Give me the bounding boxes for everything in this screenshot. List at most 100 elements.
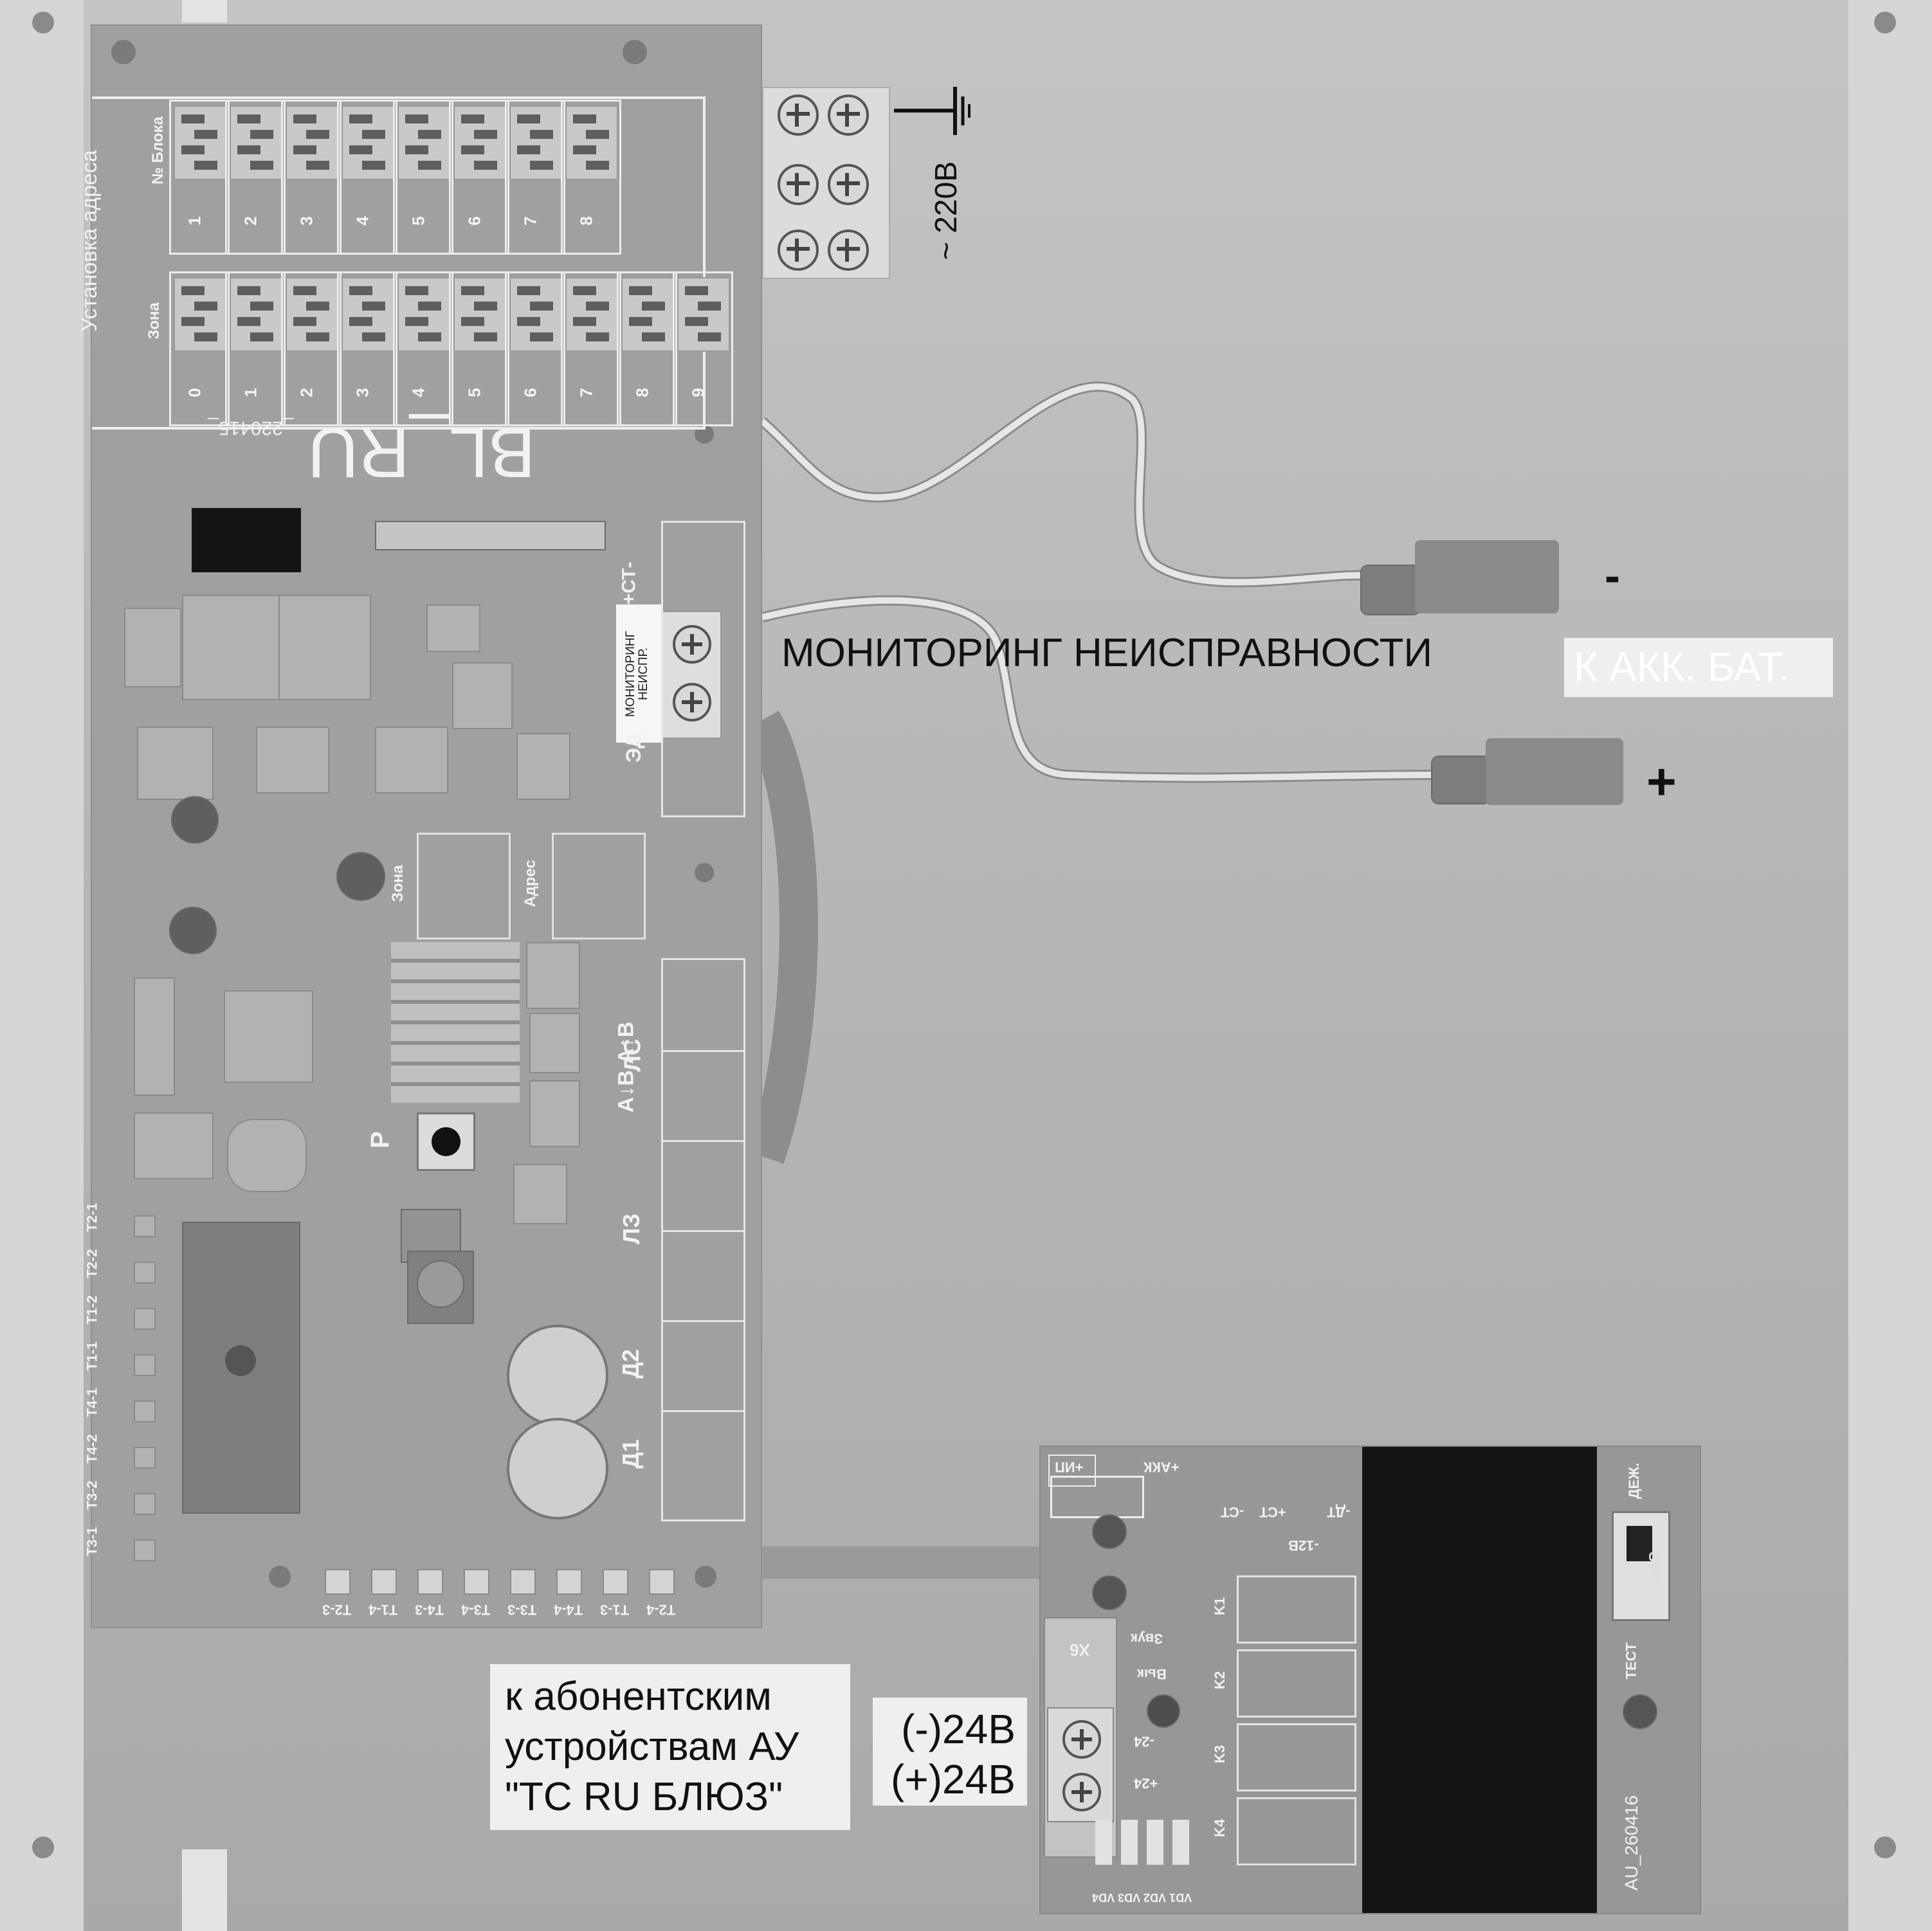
monitoring-screw[interactable] xyxy=(673,625,711,664)
reset-button-cap[interactable] xyxy=(432,1127,460,1156)
block-number: 2 xyxy=(241,216,260,226)
vd-led xyxy=(1095,1820,1112,1865)
zone-number: 7 xyxy=(576,388,596,397)
x6-terminal[interactable] xyxy=(1047,1707,1114,1822)
test-point-label: T2-1 xyxy=(84,1202,100,1232)
test-point-pad[interactable] xyxy=(371,1569,397,1595)
battery-minus-terminal[interactable] xyxy=(1415,540,1559,613)
pcb-mount-hole xyxy=(695,1566,716,1588)
block-dip-switch[interactable] xyxy=(397,105,450,180)
zone-dip-switch[interactable] xyxy=(174,277,226,352)
module-black-cover xyxy=(1362,1447,1597,1913)
reset-button[interactable] xyxy=(417,1112,475,1171)
mains-voltage-label: ~ 220В xyxy=(929,161,964,260)
test-point-pad[interactable] xyxy=(134,1493,156,1515)
connector-divider xyxy=(663,1230,743,1232)
module-via xyxy=(1147,1694,1180,1728)
test-point-pad[interactable] xyxy=(134,1447,156,1469)
power-input-connector[interactable] xyxy=(1050,1476,1144,1518)
capacitor xyxy=(171,796,219,844)
x6-screw-minus[interactable] xyxy=(1062,1720,1101,1759)
test-point-label: T3-3 xyxy=(507,1602,537,1618)
zone-dip-switch[interactable] xyxy=(677,277,730,352)
terminal-screw[interactable] xyxy=(778,164,819,205)
terminal-screw[interactable] xyxy=(778,95,819,136)
pcb-mount-hole xyxy=(695,863,714,882)
address-connector-label: Адрес xyxy=(521,860,539,907)
zone-dip-switch[interactable] xyxy=(453,277,506,352)
test-point-pad[interactable] xyxy=(134,1215,156,1237)
relay-label: K2 xyxy=(1212,1671,1228,1690)
terminal-screw[interactable] xyxy=(828,95,869,136)
block-dip-switch[interactable] xyxy=(230,105,282,180)
zone-dip-switch[interactable] xyxy=(565,277,618,352)
monitoring-terminal[interactable] xyxy=(661,611,722,739)
block-dip-switch[interactable] xyxy=(342,105,394,180)
dt-minus-label: -ДТ xyxy=(1327,1504,1351,1520)
battery-plus-terminal[interactable] xyxy=(1486,738,1623,805)
mains-terminal-block[interactable] xyxy=(762,87,890,279)
zone-dip-switch[interactable] xyxy=(397,277,450,352)
test-point-pad[interactable] xyxy=(649,1569,675,1595)
terminal-screw[interactable] xyxy=(778,230,819,271)
vyk-label: Вык xyxy=(1137,1666,1167,1682)
monitoring-screw[interactable] xyxy=(673,683,711,721)
test-point-pad[interactable] xyxy=(134,1354,156,1376)
zone-dip-switch[interactable] xyxy=(342,277,394,352)
reset-label: Р xyxy=(365,1131,394,1148)
test-point-pad[interactable] xyxy=(134,1262,156,1283)
zone-number: 3 xyxy=(352,388,372,397)
zone-cell: 1 xyxy=(225,271,286,426)
zone-dip-switch[interactable] xyxy=(509,277,562,352)
pcb-mount-hole xyxy=(111,40,136,64)
connector-divider xyxy=(663,1140,743,1142)
mode-switch-knob[interactable] xyxy=(1627,1526,1652,1561)
x6-screw-plus[interactable] xyxy=(1062,1773,1101,1811)
zone-cell: 7 xyxy=(561,271,621,426)
block-dip-switch[interactable] xyxy=(174,105,226,180)
test-point-pad[interactable] xyxy=(134,1401,156,1422)
zone-dip-switch[interactable] xyxy=(621,277,674,352)
test-point-pad[interactable] xyxy=(134,1308,156,1330)
test-point-pad[interactable] xyxy=(603,1569,628,1595)
test-point-pad[interactable] xyxy=(417,1569,443,1595)
zone-dip-switch[interactable] xyxy=(230,277,282,352)
ip-plus-label: +ИП xyxy=(1055,1459,1084,1475)
block-cell: 4 xyxy=(337,100,397,255)
test-point-pad[interactable] xyxy=(510,1569,536,1595)
block-number: 4 xyxy=(352,216,372,226)
block-dip-switch[interactable] xyxy=(453,105,506,180)
smd-component xyxy=(426,604,480,652)
smd-component xyxy=(137,727,214,800)
battery-annotation-box xyxy=(1564,638,1833,697)
au-module-pcb: +ИП +АКК -СТ +СТ -ДТ -12В X6 Звук Вык -2… xyxy=(1041,1447,1700,1913)
field-connectors[interactable] xyxy=(661,958,745,1521)
smd-component xyxy=(529,1013,580,1073)
pcb-mount-hole xyxy=(623,40,647,64)
terminal-screw[interactable] xyxy=(828,164,869,205)
ic-da7-da8 xyxy=(182,1222,300,1514)
block-dip-switch[interactable] xyxy=(565,105,618,180)
block-dip-switch[interactable] xyxy=(509,105,562,180)
zone-cell: 2 xyxy=(281,271,342,426)
test-point-pad[interactable] xyxy=(556,1569,582,1595)
relay xyxy=(1237,1649,1356,1718)
test-point-pad[interactable] xyxy=(134,1539,156,1561)
address-connector-x12[interactable] xyxy=(552,833,646,939)
block-dip-switch[interactable] xyxy=(286,105,338,180)
zone-connector-x11[interactable] xyxy=(417,833,511,939)
mode-switch-sw1[interactable] xyxy=(1612,1511,1670,1621)
ct-label: +СТ- xyxy=(618,561,640,605)
ct-ed-connector[interactable] xyxy=(661,521,745,817)
test-point-pad[interactable] xyxy=(325,1569,351,1595)
test-point-pad[interactable] xyxy=(464,1569,489,1595)
vd-led xyxy=(1121,1820,1138,1865)
terminal-screw[interactable] xyxy=(828,230,869,271)
module-model-label: AU_260416 xyxy=(1621,1795,1641,1890)
block-cell: 7 xyxy=(505,100,565,255)
test-button[interactable] xyxy=(1623,1694,1657,1729)
mounting-tab xyxy=(182,1849,227,1931)
zone-dip-switch[interactable] xyxy=(286,277,338,352)
